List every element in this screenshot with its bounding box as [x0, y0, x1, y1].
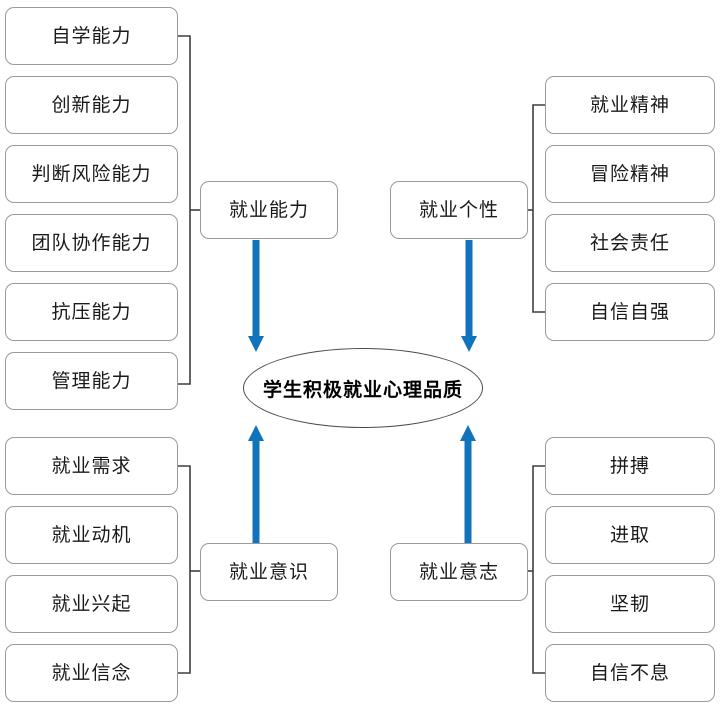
node-employment-ability-child-4[interactable]: 团队协作能力 — [5, 214, 178, 272]
node-label: 抗压能力 — [51, 301, 132, 323]
arrow-personality-to-center — [461, 240, 477, 352]
node-employment-personality-parent[interactable]: 就业个性 — [390, 181, 528, 239]
node-employment-personality-child-4[interactable]: 自信自强 — [545, 283, 715, 341]
node-label: 自信自强 — [589, 301, 670, 323]
node-employment-will-child-2[interactable]: 进取 — [545, 506, 715, 564]
node-employment-will-child-1[interactable]: 拼搏 — [545, 437, 715, 495]
node-label: 就业兴起 — [51, 593, 132, 615]
node-employment-ability-child-5[interactable]: 抗压能力 — [5, 283, 178, 341]
node-label: 就业信念 — [51, 662, 132, 684]
node-employment-personality-child-3[interactable]: 社会责任 — [545, 214, 715, 272]
node-label: 创新能力 — [51, 94, 132, 116]
node-employment-ability-child-2[interactable]: 创新能力 — [5, 76, 178, 134]
node-employment-will-child-4[interactable]: 自信不息 — [545, 644, 715, 702]
node-label: 就业需求 — [51, 455, 132, 477]
node-label: 自学能力 — [51, 25, 132, 47]
node-label: 冒险精神 — [589, 163, 670, 185]
center-node-ellipse[interactable]: 学生积极就业心理品质 — [243, 348, 483, 428]
node-employment-awareness-child-4[interactable]: 就业信念 — [5, 644, 178, 702]
node-label: 就业个性 — [418, 199, 499, 221]
arrow-will-to-center — [460, 425, 476, 543]
node-label: 管理能力 — [51, 370, 132, 392]
node-employment-will-parent[interactable]: 就业意志 — [390, 543, 528, 601]
node-employment-awareness-child-3[interactable]: 就业兴起 — [5, 575, 178, 633]
bracket-employment-ability — [178, 35, 191, 385]
node-label: 就业能力 — [228, 199, 309, 221]
node-label: 判断风险能力 — [31, 163, 152, 185]
node-label: 社会责任 — [589, 232, 670, 254]
bracket-employment-will — [532, 465, 545, 674]
node-label: 就业动机 — [51, 524, 132, 546]
node-employment-ability-child-6[interactable]: 管理能力 — [5, 352, 178, 410]
node-label: 自信不息 — [589, 662, 670, 684]
node-label: 就业精神 — [589, 94, 670, 116]
center-node-label: 学生积极就业心理品质 — [262, 379, 463, 401]
node-label: 拼搏 — [609, 455, 650, 477]
node-label: 坚韧 — [609, 593, 650, 615]
node-employment-awareness-child-2[interactable]: 就业动机 — [5, 506, 178, 564]
arrow-ability-to-center — [248, 240, 264, 352]
node-employment-personality-child-1[interactable]: 就业精神 — [545, 76, 715, 134]
node-employment-will-child-3[interactable]: 坚韧 — [545, 575, 715, 633]
node-employment-ability-child-3[interactable]: 判断风险能力 — [5, 145, 178, 203]
arrow-awareness-to-center — [248, 425, 264, 543]
node-employment-ability-parent[interactable]: 就业能力 — [200, 181, 338, 239]
node-label: 就业意志 — [418, 561, 499, 583]
node-label: 团队协作能力 — [31, 232, 152, 254]
node-employment-ability-child-1[interactable]: 自学能力 — [5, 7, 178, 65]
bracket-employment-awareness — [178, 465, 191, 674]
node-employment-personality-child-2[interactable]: 冒险精神 — [545, 145, 715, 203]
bracket-employment-personality — [532, 104, 545, 313]
node-label: 就业意识 — [228, 561, 309, 583]
node-label: 进取 — [609, 524, 650, 546]
node-employment-awareness-parent[interactable]: 就业意识 — [200, 543, 338, 601]
node-employment-awareness-child-1[interactable]: 就业需求 — [5, 437, 178, 495]
